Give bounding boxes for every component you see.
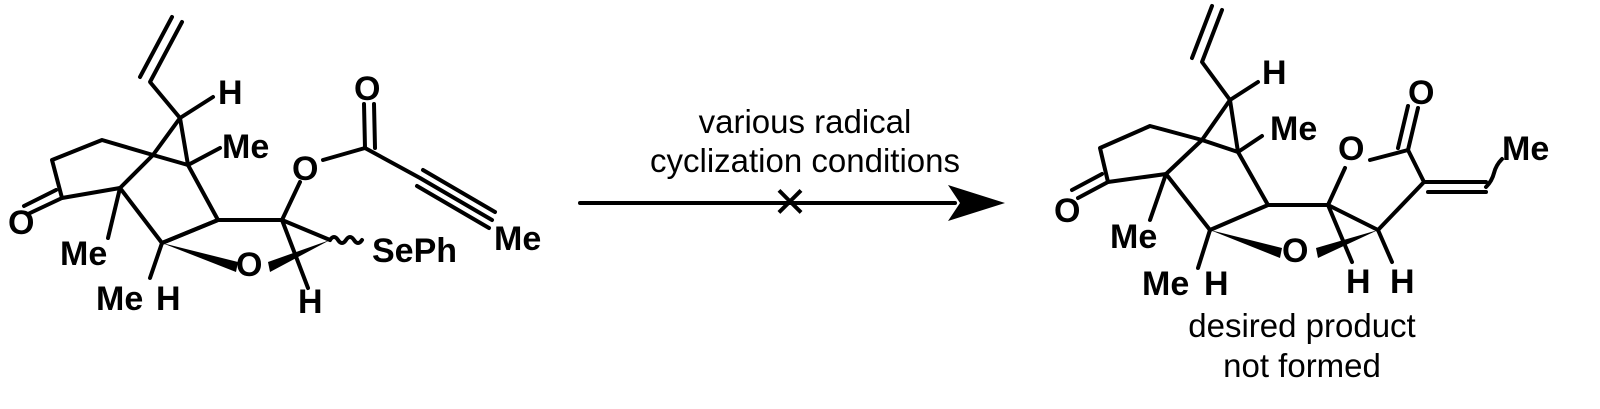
reactant-label-h-seph: H (298, 283, 323, 321)
product-wedge-left (1210, 230, 1282, 258)
product-wedge-right (1316, 230, 1378, 258)
product-label-h-bottom-right: H (1390, 263, 1415, 301)
reactant-label-oxygen-carbonyl: O (354, 70, 380, 108)
outcome-line-1: desired product (1188, 307, 1415, 344)
reactant-wedge-left (162, 243, 238, 272)
reactant-label-seph: SePh (372, 232, 457, 270)
reactant-label-h-bottom: H (156, 280, 181, 318)
reaction-arrow-head (948, 185, 1005, 221)
conditions-line-1: various radical (699, 103, 912, 140)
product-structure: H Me O Me Me H O O O H H Me desired prod… (1054, 4, 1549, 384)
product-label-oxygen-ketone: O (1054, 192, 1080, 230)
reactant-label-oxygen-ring: O (236, 246, 262, 284)
product-label-me-left: Me (1110, 218, 1157, 256)
reactant-structure: H Me O Me Me H O O O SePh H Me (8, 15, 541, 321)
product-label-oxygen-carbonyl: O (1408, 74, 1434, 112)
reactant-label-h-top: H (218, 74, 243, 112)
conditions-line-2: cyclization conditions (650, 142, 960, 179)
product-label-h-bottom-mid: H (1346, 263, 1371, 301)
product-label-oxygen-ring: O (1282, 232, 1308, 270)
reactant-label-oxygen-ketone: O (8, 204, 34, 242)
product-atom-labels: H Me O Me Me H O O O H H Me (1054, 54, 1549, 303)
product-label-h-top: H (1262, 54, 1287, 92)
reactant-label-me-alkyne: Me (494, 220, 541, 258)
product-label-me-bridge: Me (1270, 110, 1317, 148)
reaction-arrow-group: various radical cyclization conditions × (578, 103, 1005, 232)
outcome-line-2: not formed (1223, 347, 1381, 384)
reactant-label-me-bottom: Me (96, 280, 143, 318)
reaction-blocked-mark: × (774, 169, 807, 232)
reactant-wedge-right (268, 240, 330, 272)
product-label-me-bottom: Me (1142, 265, 1189, 303)
reactant-bonds (22, 15, 497, 290)
reactant-label-oxygen-ester: O (292, 150, 318, 188)
product-label-oxygen-lactone: O (1338, 130, 1364, 168)
reactant-atom-labels: H Me O Me Me H O O O SePh H Me (8, 70, 541, 321)
product-label-h-bottom-left: H (1204, 265, 1229, 303)
product-label-me-alkene: Me (1502, 130, 1549, 168)
reactant-label-me-left: Me (60, 235, 107, 273)
reactant-label-me-bridge: Me (222, 128, 269, 166)
product-bonds (1070, 4, 1504, 270)
